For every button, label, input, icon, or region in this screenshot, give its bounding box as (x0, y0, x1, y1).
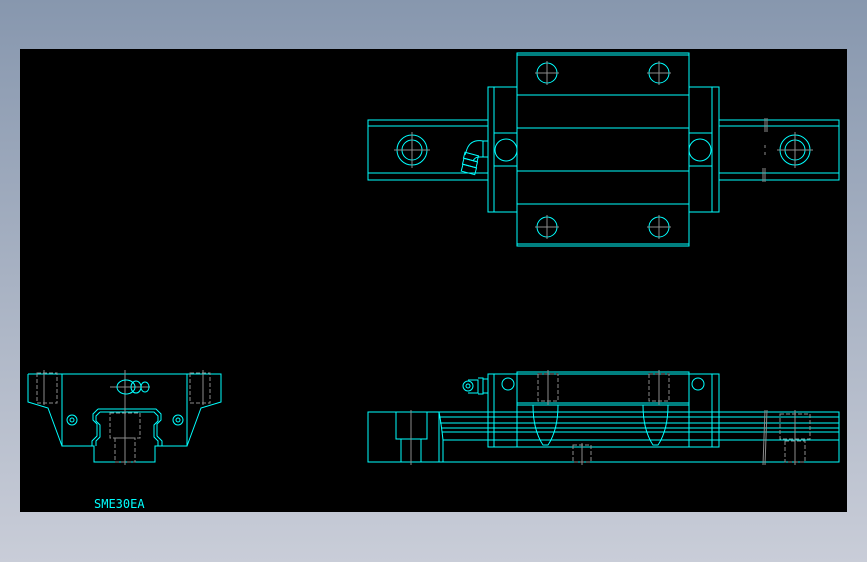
grease-nipple-side (462, 377, 489, 395)
front-view: SME30EA (27, 370, 222, 511)
drawing-area (20, 49, 847, 512)
grease-nipple-top (460, 140, 488, 176)
grease-nipple-front (116, 379, 150, 395)
end-cap-left (487, 86, 518, 213)
part-label: SME30EA (94, 497, 145, 511)
rail-hole-right (777, 132, 813, 168)
rail-side (367, 409, 840, 466)
rail-hole-left (394, 132, 430, 168)
mounting-holes (535, 61, 671, 239)
side-view (367, 370, 840, 466)
top-view (367, 52, 840, 247)
carriage-side (487, 370, 720, 465)
carriage-block-top (516, 52, 690, 247)
bolt-side (395, 410, 428, 465)
